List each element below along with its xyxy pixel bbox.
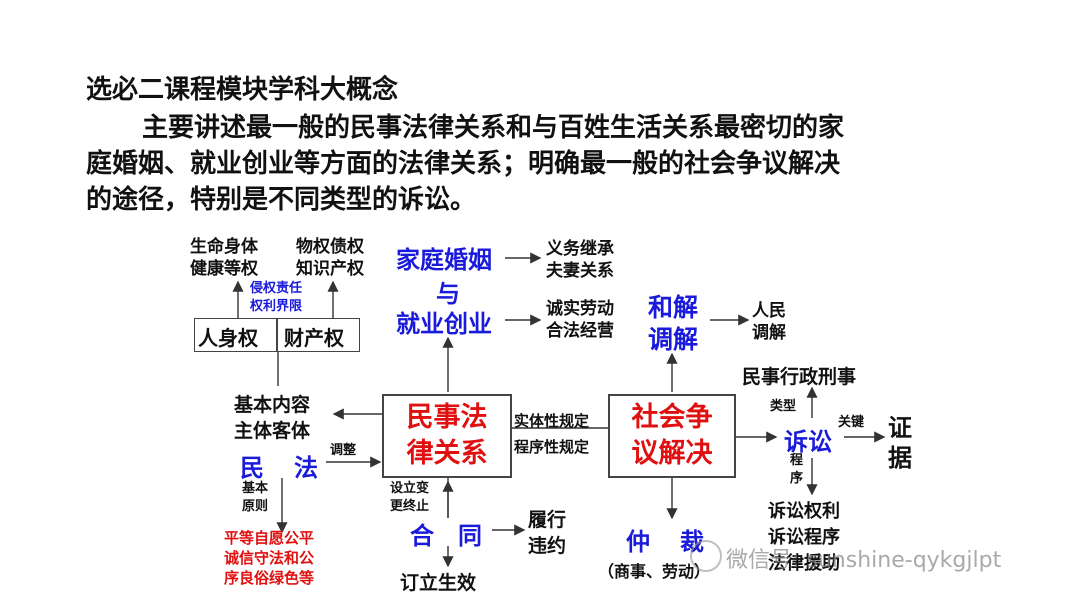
lawsuit-item-1: 诉讼权利 bbox=[768, 501, 840, 522]
center-box-line-2: 律关系 bbox=[406, 438, 488, 469]
key-label: 关键 bbox=[838, 415, 865, 430]
civil-code-1: 民 bbox=[240, 453, 264, 482]
perform-1: 履行 bbox=[528, 509, 567, 531]
heading-line-1: 主要讲述最一般的民事法律关系和与百姓生活关系最密切的家 bbox=[142, 113, 845, 143]
duty-2: 夫妻关系 bbox=[546, 261, 614, 281]
people-2: 调解 bbox=[752, 323, 786, 343]
rights-divider bbox=[276, 318, 278, 352]
life-health-1: 生命身体 bbox=[190, 237, 258, 257]
adjust-label: 调整 bbox=[330, 443, 357, 458]
infringe-1: 侵权责任 bbox=[250, 281, 303, 296]
infringe-2: 权利界限 bbox=[250, 299, 303, 314]
property-1: 物权债权 bbox=[296, 237, 364, 257]
substantive-rules: 实体性规定 bbox=[514, 412, 590, 430]
honest-2: 合法经营 bbox=[546, 321, 614, 341]
heading-line-2: 庭婚姻、就业创业等方面的法律关系；明确最一般的社会争议解决 bbox=[86, 149, 841, 179]
dispute-resolution-box bbox=[608, 394, 736, 478]
case-types: 民事行政刑事 bbox=[742, 366, 857, 388]
basic-content-2: 主体客体 bbox=[234, 420, 311, 442]
property-2: 知识产权 bbox=[296, 259, 364, 279]
procedure-1: 程 bbox=[790, 453, 804, 468]
perform-2: 违约 bbox=[528, 535, 567, 557]
family-3: 就业创业 bbox=[396, 309, 492, 338]
family-1: 家庭婚姻 bbox=[396, 245, 492, 274]
duty-1: 义务继承 bbox=[546, 239, 614, 259]
watermark: 微信号: sunshine-qykgjlpt bbox=[726, 548, 1002, 573]
honest-1: 诚实劳动 bbox=[546, 299, 614, 319]
lawsuit-item-3: 法律援助 bbox=[768, 553, 840, 574]
basic-principle-1: 基本 bbox=[242, 481, 269, 496]
arbitration-note: （商事、劳动） bbox=[598, 562, 711, 581]
procedural-rules: 程序性规定 bbox=[514, 438, 590, 456]
heti-2: 调解 bbox=[648, 325, 699, 354]
arbitration-1: 仲 bbox=[626, 527, 650, 556]
contract-1: 合 bbox=[410, 521, 434, 550]
civil-legal-relation-box bbox=[382, 394, 512, 478]
establish-1: 设立变 bbox=[390, 481, 430, 496]
right-box-line-2: 议解决 bbox=[631, 438, 713, 469]
heading-title: 选必二课程模块学科大概念 bbox=[86, 75, 399, 105]
wechat-icon bbox=[690, 540, 722, 572]
center-box-line-1: 民事法 bbox=[406, 402, 488, 433]
procedure-2: 序 bbox=[790, 471, 804, 486]
evidence-1: 证 bbox=[888, 413, 912, 442]
principles-3: 序良俗绿色等 bbox=[224, 569, 315, 587]
basic-principle-2: 原则 bbox=[242, 499, 269, 514]
life-health-2: 健康等权 bbox=[190, 259, 258, 279]
family-2: 与 bbox=[436, 279, 460, 308]
contract-2: 同 bbox=[458, 521, 482, 550]
heti-1: 和解 bbox=[648, 293, 699, 322]
right-box-line-1: 社会争 bbox=[631, 402, 713, 433]
establish-2: 更终止 bbox=[390, 499, 430, 514]
heading-line-3: 的途径，特别是不同类型的诉讼。 bbox=[86, 185, 477, 215]
lawsuit-item-2: 诉讼程序 bbox=[768, 527, 840, 548]
type-label: 类型 bbox=[770, 399, 797, 414]
sign-effective: 订立生效 bbox=[400, 572, 477, 594]
evidence-2: 据 bbox=[888, 443, 912, 472]
principles-1: 平等自愿公平 bbox=[224, 529, 315, 547]
civil-code-2: 法 bbox=[294, 453, 318, 482]
personal-rights: 人身权 bbox=[198, 326, 258, 350]
lawsuit-label: 诉讼 bbox=[784, 427, 832, 456]
principles-2: 诚信守法和公 bbox=[224, 549, 315, 567]
property-rights: 财产权 bbox=[284, 326, 344, 350]
basic-content-1: 基本内容 bbox=[234, 394, 311, 416]
people-1: 人民 bbox=[752, 301, 786, 321]
